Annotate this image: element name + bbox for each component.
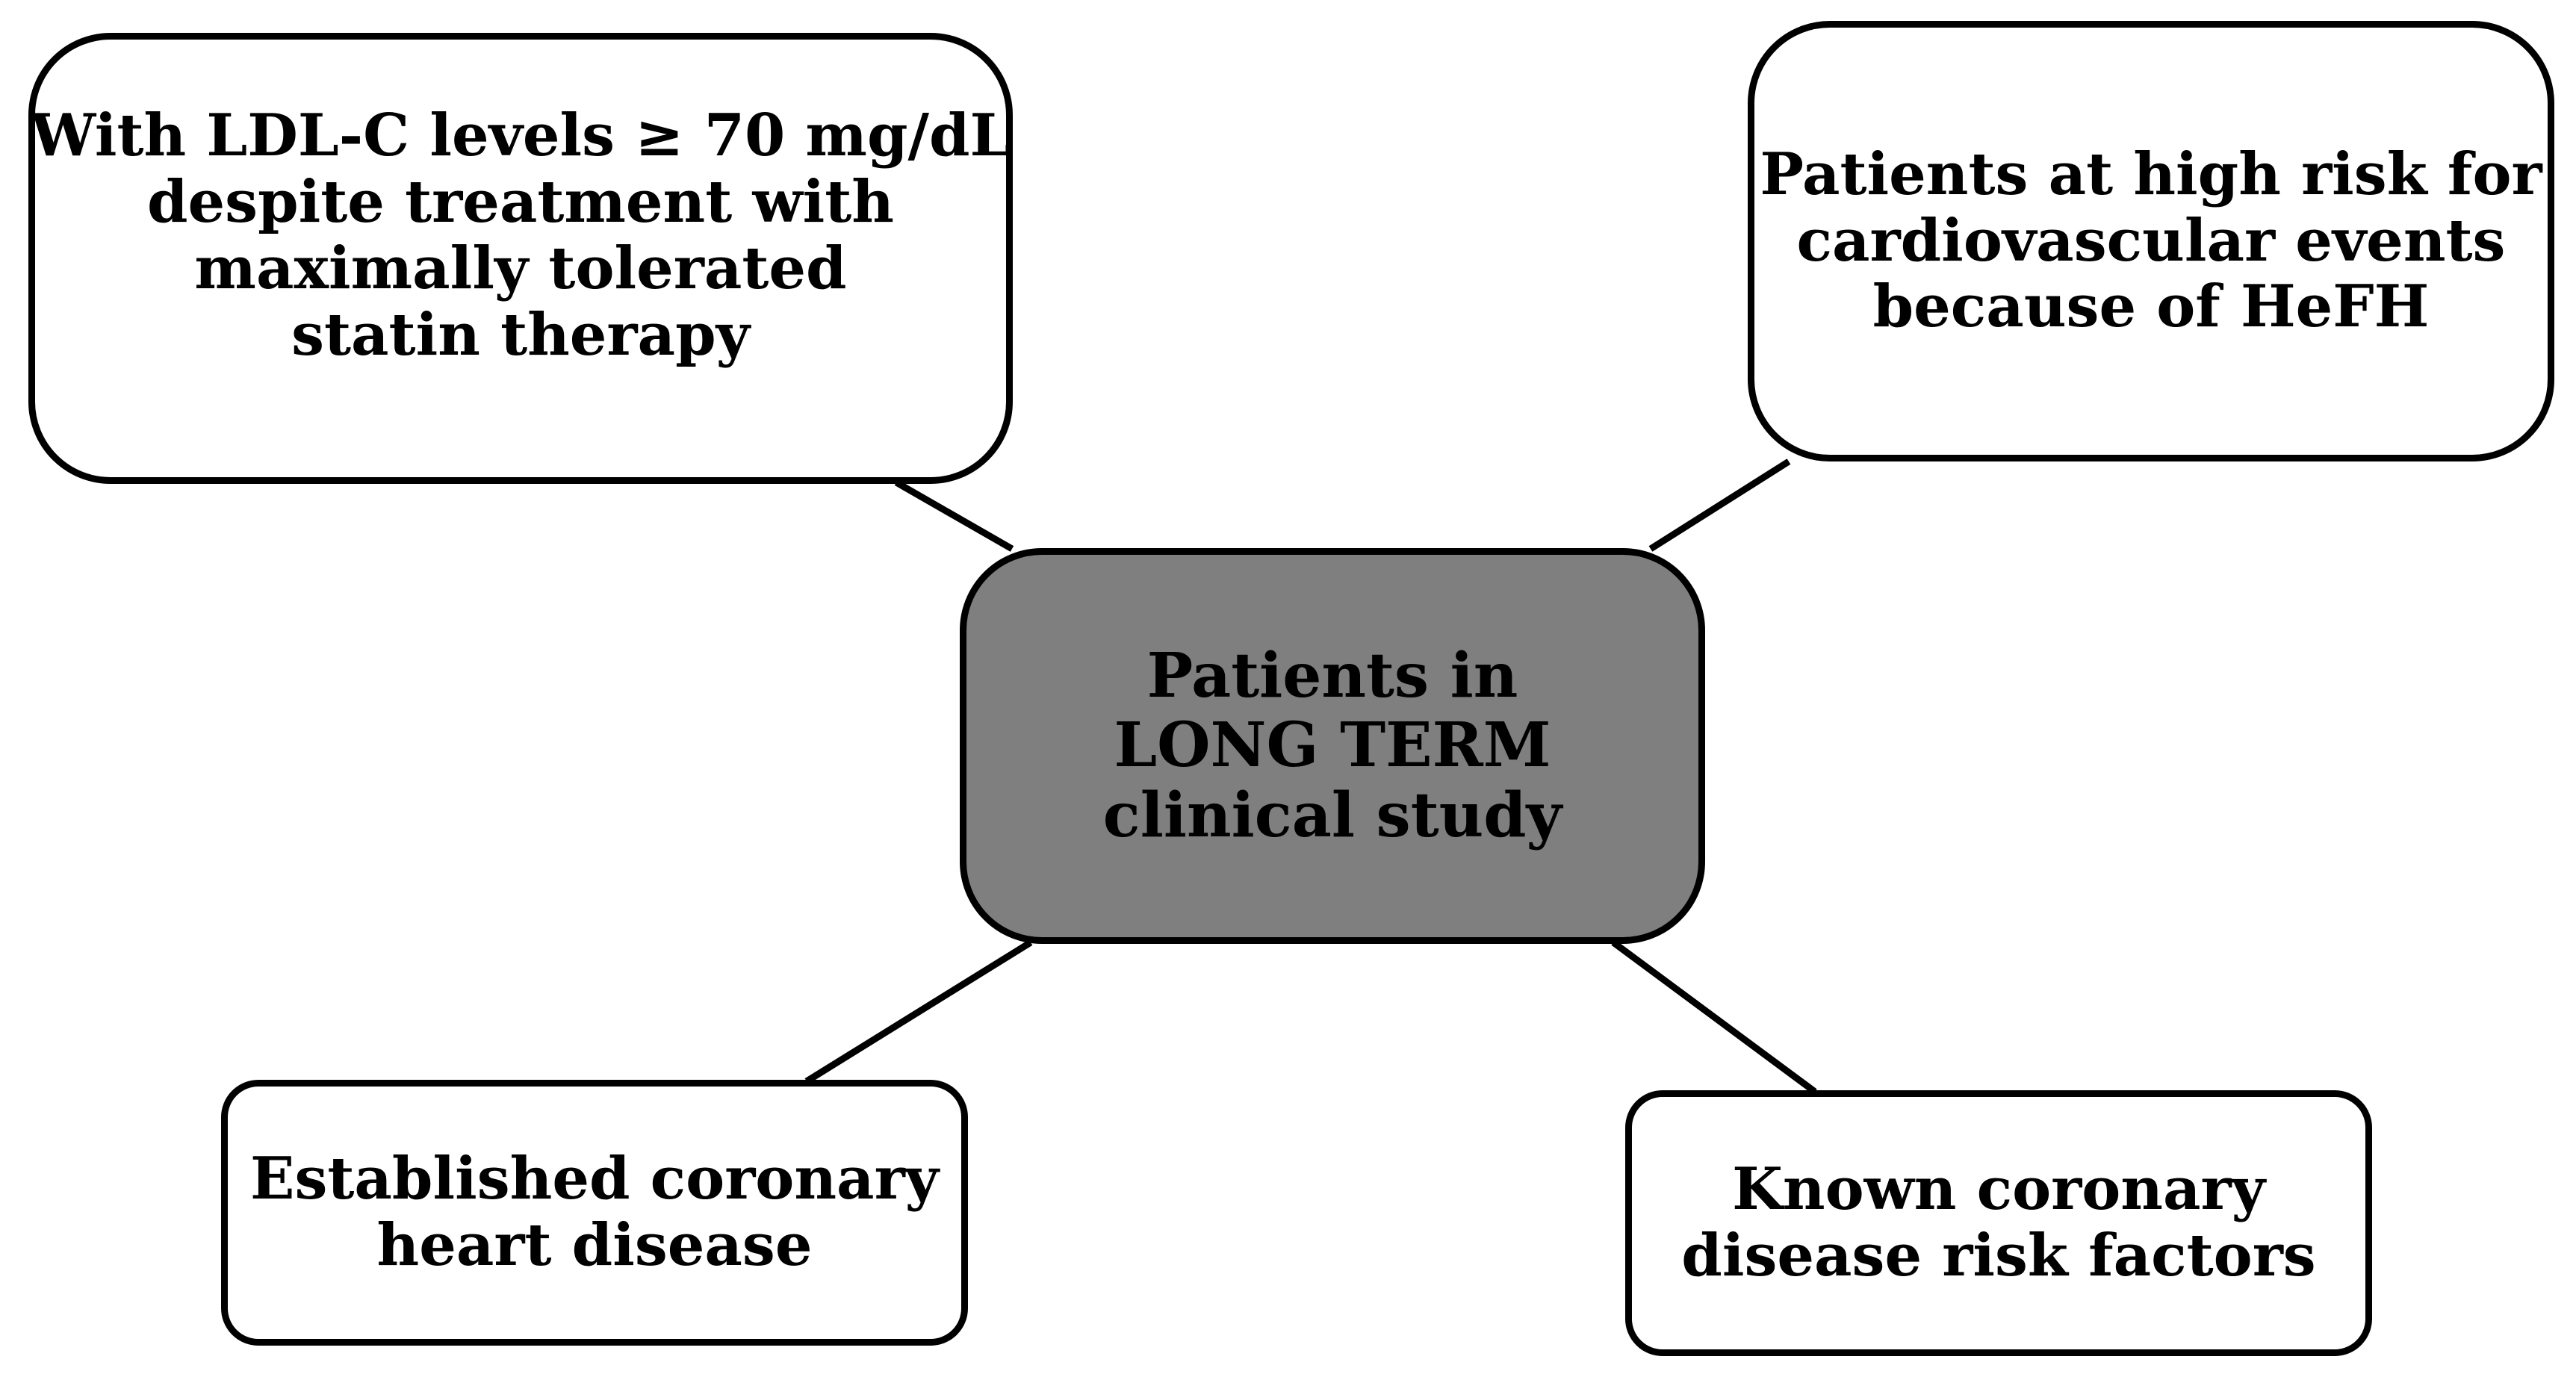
text-line: heart disease bbox=[376, 1211, 813, 1279]
text-line: despite treatment with bbox=[147, 168, 894, 237]
text-line: cardiovascular events bbox=[1796, 206, 2506, 275]
criterion-box-chd: Established coronary heart disease bbox=[221, 1080, 968, 1346]
text-line: clinical study bbox=[1102, 779, 1562, 851]
text-line: Known coronary bbox=[1732, 1155, 2265, 1224]
central-text: Patients in LONG TERM clinical study bbox=[1103, 641, 1562, 851]
criterion-ldl-text: With LDL-C levels ≥ 70 mg/dL despite tre… bbox=[30, 102, 1011, 369]
central-box-patients: Patients in LONG TERM clinical study bbox=[960, 548, 1705, 944]
criterion-hefh-text: Patients at high risk for cardiovascular… bbox=[1760, 140, 2542, 341]
text-line: LONG TERM bbox=[1114, 709, 1551, 782]
criterion-box-ldl: With LDL-C levels ≥ 70 mg/dL despite tre… bbox=[28, 33, 1013, 484]
text-line: because of HeFH bbox=[1872, 273, 2430, 341]
connector-top-right bbox=[1648, 459, 1791, 552]
connector-bottom-left bbox=[804, 939, 1033, 1084]
text-line: Established coronary bbox=[250, 1145, 939, 1213]
criterion-box-risk-factors: Known coronary disease risk factors bbox=[1625, 1090, 2372, 1356]
text-line: Patients in bbox=[1146, 639, 1518, 712]
criterion-chd-text: Established coronary heart disease bbox=[250, 1146, 939, 1279]
criterion-risk-text: Known coronary disease risk factors bbox=[1681, 1155, 2316, 1290]
text-line: With LDL-C levels ≥ 70 mg/dL bbox=[30, 102, 1011, 170]
text-line: disease risk factors bbox=[1681, 1222, 2316, 1290]
criterion-box-hefh: Patients at high risk for cardiovascular… bbox=[1748, 21, 2554, 461]
text-line: statin therapy bbox=[291, 300, 750, 369]
text-line: maximally tolerated bbox=[194, 234, 847, 302]
text-line: Patients at high risk for bbox=[1760, 140, 2542, 208]
connector-bottom-right bbox=[1611, 939, 1817, 1095]
connector-top-left bbox=[894, 479, 1014, 552]
